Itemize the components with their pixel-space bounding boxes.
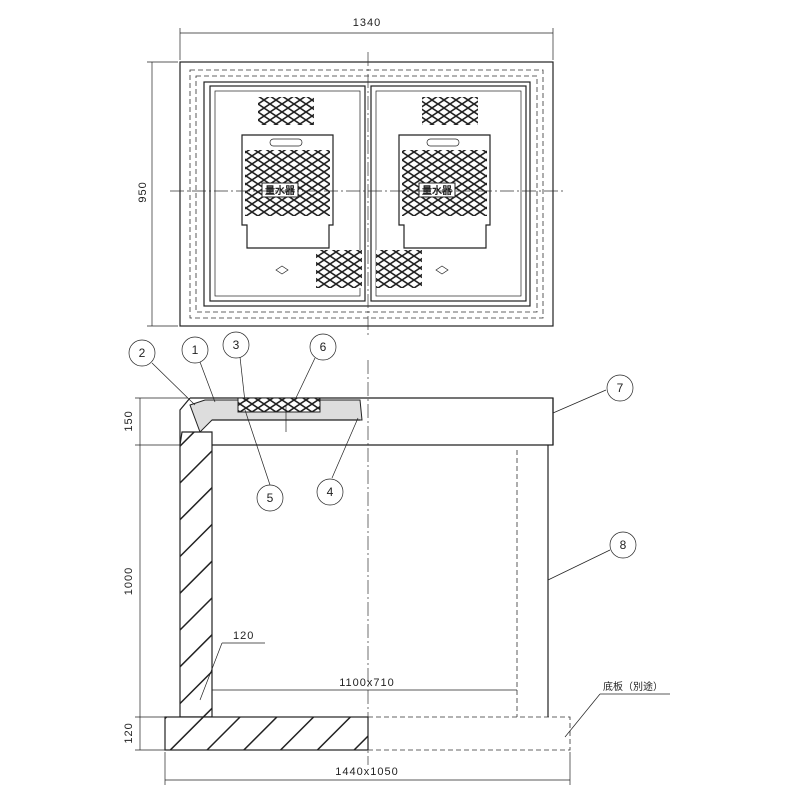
dimension-label: 950: [137, 181, 149, 202]
part-balloons: 2 1 3 6 7 5 4 8: [128, 331, 637, 581]
dimension-top-width: 1340: [179, 17, 554, 60]
dimension-label: 1100x710: [339, 677, 395, 689]
balloon-5: 5: [256, 484, 284, 512]
wall-section: [179, 431, 213, 718]
dimension-label: 1440x1050: [335, 766, 398, 778]
balloon-7: 7: [606, 374, 634, 402]
base-slab-section: [164, 716, 369, 751]
svg-text:3: 3: [233, 338, 240, 352]
balloon-4: 4: [316, 478, 344, 506]
dimension-top-depth: 950: [137, 61, 178, 327]
balloon-8: 8: [609, 531, 637, 559]
cover-left: 量水器: [209, 85, 366, 302]
balloon-3: 3: [222, 331, 250, 359]
svg-text:5: 5: [267, 491, 274, 505]
dimension-base: 1440x1050: [164, 752, 571, 785]
dimension-label: 120: [233, 630, 254, 642]
dimension-heights: 150 1000 120: [123, 397, 188, 751]
balloon-6: 6: [309, 333, 337, 361]
dimension-label: 120: [123, 722, 135, 743]
svg-text:4: 4: [327, 485, 334, 499]
plan-view: 1340 950 量水器: [137, 17, 563, 335]
svg-text:1: 1: [192, 343, 199, 357]
cover-label: 量水器: [422, 184, 453, 197]
svg-text:7: 7: [617, 381, 624, 395]
dimension-label: 1000: [123, 567, 135, 595]
base-note: 底板（別途）: [564, 680, 670, 738]
cover-label: 量水器: [265, 184, 296, 197]
balloon-1: 1: [181, 336, 209, 364]
dimension-label: 1340: [353, 17, 381, 29]
frame-outline: [179, 61, 554, 327]
svg-text:8: 8: [620, 538, 627, 552]
balloon-2: 2: [128, 339, 156, 367]
section-view: 150 1000 120 1100x710 120 1440x1050 底板（別…: [123, 331, 670, 785]
svg-text:6: 6: [320, 340, 327, 354]
dimension-wall: 120: [199, 630, 265, 701]
dimension-inner: 1100x710: [212, 677, 517, 691]
dimension-label: 150: [123, 410, 135, 431]
base-note-label: 底板（別途）: [603, 680, 663, 693]
cover-right: 量水器: [370, 85, 527, 302]
svg-text:2: 2: [139, 346, 146, 360]
